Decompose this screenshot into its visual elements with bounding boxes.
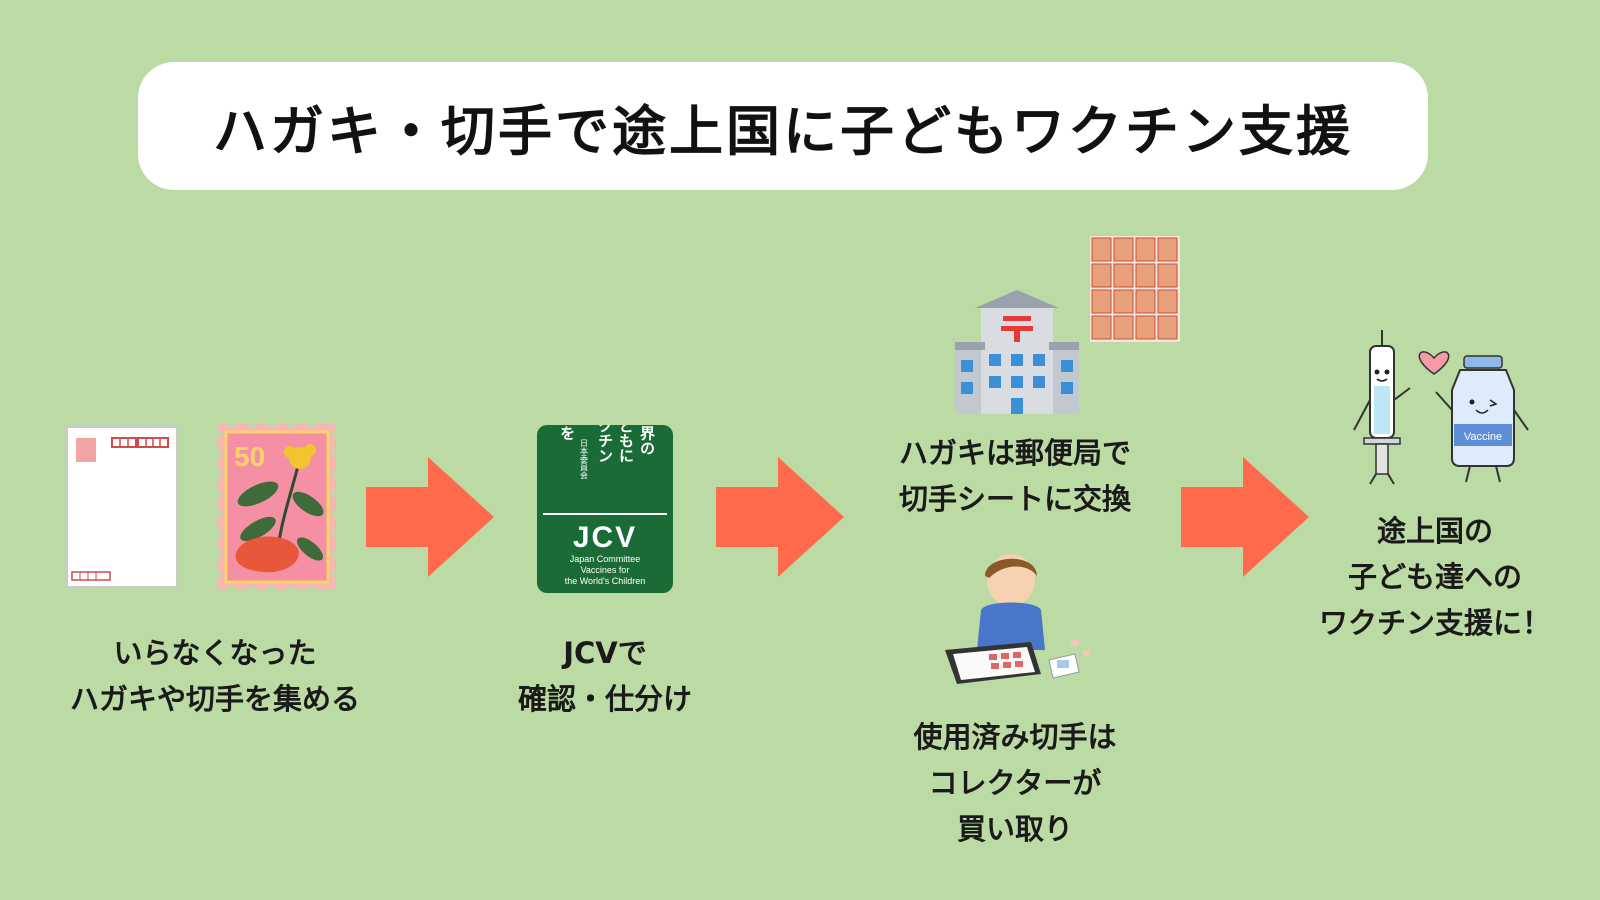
logo-abbr: JCV: [573, 521, 637, 554]
step3a-line-1: ハガキは郵便局で: [898, 436, 1131, 470]
post-office-icon: [955, 290, 1079, 414]
step3b-line-1: 使用済み切手は: [913, 720, 1117, 754]
flow-arrow-2: [716, 457, 844, 577]
step4-caption: 途上国の 子ども達への ワクチン支援に！: [1290, 508, 1580, 646]
step2-caption: JCVで 確認・仕分け: [480, 630, 730, 722]
postcard-illustration: [66, 426, 178, 588]
jcv-logo: 世界の 子どもに ワクチン を 日本委員会 JCV Japan Committe…: [537, 425, 673, 593]
step3a-caption: ハガキは郵便局で 切手シートに交換: [860, 430, 1170, 522]
stamp-collector-illustration: [945, 550, 1095, 690]
logo-vertical-3: ワクチン: [596, 425, 614, 463]
title-banner: ハガキ・切手で途上国に子どもワクチン支援: [138, 62, 1428, 190]
step3b-caption: 使用済み切手は コレクターが 買い取り: [880, 714, 1150, 852]
step2-line-1: JCVで: [563, 636, 647, 670]
step3a-line-2: 切手シートに交換: [898, 482, 1131, 516]
step1-caption: いらなくなった ハガキや切手を集める: [40, 630, 390, 722]
step3b-line-3: 買い取り: [956, 812, 1073, 846]
logo-vertical-small: 日本委員会: [580, 439, 589, 480]
step4-line-3: ワクチン支援に！: [1318, 606, 1551, 640]
step1-line-2: ハガキや切手を集める: [69, 682, 360, 716]
step1-line-1: いらなくなった: [113, 636, 317, 670]
step4-line-2: 子ども達への: [1347, 560, 1522, 594]
flow-arrow-3: [1181, 457, 1309, 577]
logo-name-1: Japan Committee: [570, 554, 641, 564]
step3b-line-2: コレクターが: [928, 766, 1102, 800]
step2-line-2: 確認・仕分け: [517, 682, 692, 716]
stamp-sheet-icon: [1090, 236, 1180, 342]
page-title: ハガキ・切手で途上国に子どもワクチン支援: [213, 99, 1353, 163]
logo-vertical-2: 子どもに: [617, 425, 635, 463]
logo-name-3: the World's Children: [565, 576, 646, 586]
logo-name-2: Vaccines for: [581, 565, 630, 575]
vaccine-characters-illustration: Vaccine: [1336, 330, 1536, 486]
logo-vertical-4: を: [558, 426, 576, 441]
logo-vertical-1: 世界の: [638, 425, 656, 456]
vial-label: Vaccine: [1464, 431, 1502, 443]
stamp-value: 50: [234, 441, 265, 472]
flow-arrow-1: [366, 457, 494, 577]
step4-line-1: 途上国の: [1376, 514, 1493, 548]
stamp-illustration: 50: [218, 424, 336, 590]
